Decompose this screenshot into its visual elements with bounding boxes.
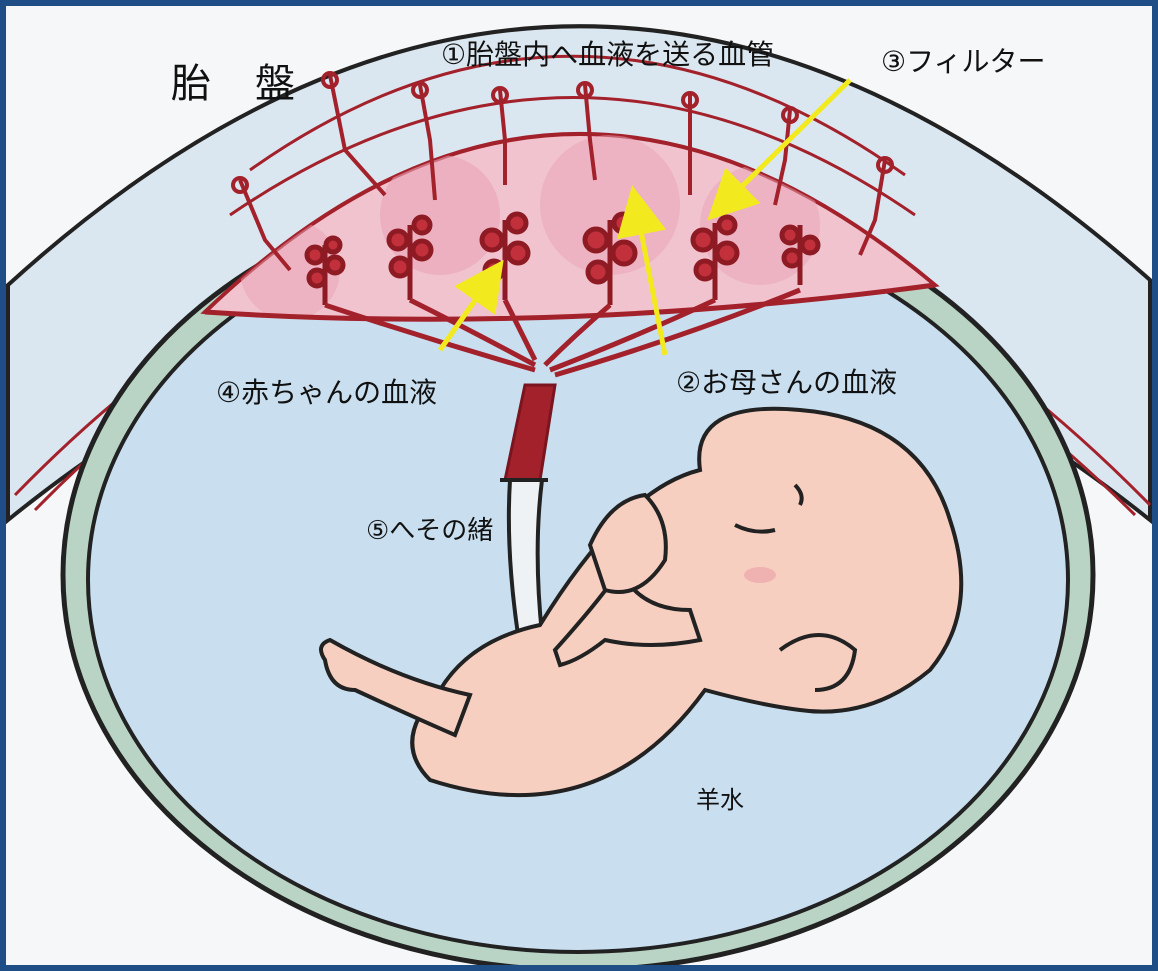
label-amniotic-fluid: 羊水 (696, 788, 744, 812)
label-baby-blood: ④赤ちゃんの血液 (216, 379, 437, 407)
title-placenta: 胎 盤 (171, 64, 297, 104)
label-filter: ③フィルター (881, 48, 1046, 76)
label-mother-blood: ②お母さんの血液 (676, 369, 897, 397)
label-umbilical-cord: ⑤へその緒 (366, 518, 493, 544)
label-vessels: ①胎盤内へ血液を送る血管 (441, 41, 774, 69)
placenta-illustration (6, 6, 1152, 965)
